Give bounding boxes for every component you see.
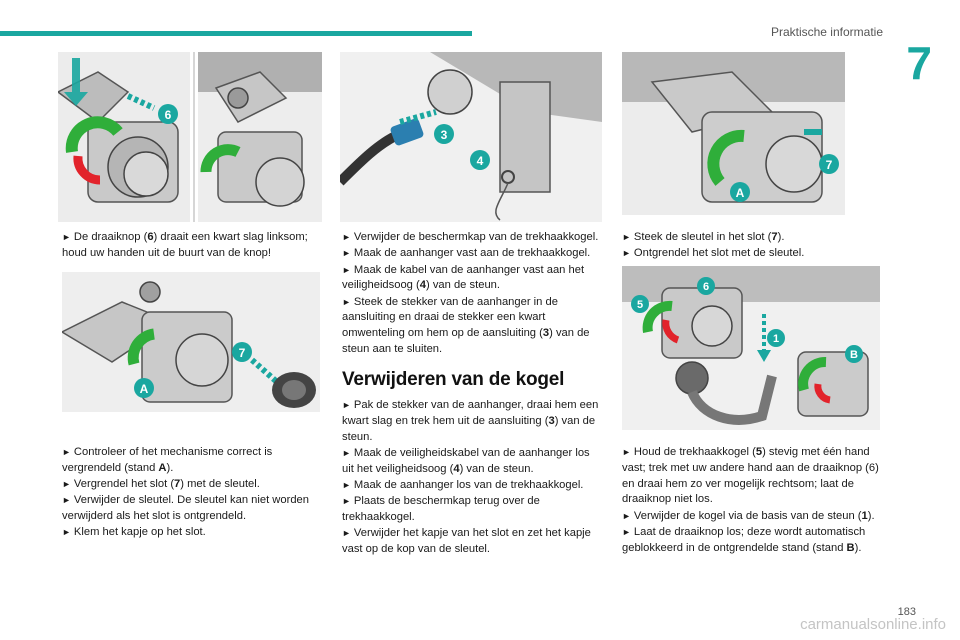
chapter-number: 7 <box>906 37 932 89</box>
instruction-item: ►Klem het kapje op het slot. <box>62 526 206 539</box>
col1-instructions-1: ►De draaiknop (6) draait een kwart slag … <box>62 230 317 262</box>
instruction-item: ►Verwijder het kapje van het slot en zet… <box>342 527 591 556</box>
col3-instructions-1: ►Steek de sleutel in het slot (7). ►Ontg… <box>622 230 877 263</box>
section-heading: Verwijderen van de kogel <box>342 369 565 390</box>
instruction-item: ►Maak de aanhanger vast aan de trekhaakk… <box>342 247 591 260</box>
callout-5: 5 <box>637 299 643 311</box>
instruction-item: ►Vergrendel het slot (7) met de sleutel. <box>62 478 260 491</box>
instruction-item: ►Laat de draaiknop los; deze wordt autom… <box>622 525 866 554</box>
callout-a: A <box>736 186 745 200</box>
callout-6: 6 <box>165 108 172 122</box>
col3-instructions-2: ►Houd de trekhaakkogel (5) stevig met éé… <box>622 445 880 557</box>
instruction-item: ►De draaiknop (6) draait een kwart slag … <box>62 231 308 259</box>
instruction-item: ►Maak de aanhanger los van de trekhaakko… <box>342 478 584 491</box>
figure-plug-connection: 3 4 <box>340 52 602 222</box>
header-accent-bar <box>0 31 472 36</box>
callout-a: A <box>140 382 149 396</box>
col1-instructions-2: ►Controleer of het mechanisme correct is… <box>62 445 317 542</box>
instruction-item: ►Pak de stekker van de aanhanger, draai … <box>342 399 599 443</box>
instruction-item: ►Verwijder de sleutel. De sleutel kan ni… <box>62 494 309 523</box>
instruction-item: ►Ontgrendel het slot met de sleutel. <box>622 247 805 260</box>
callout-3: 3 <box>441 128 448 142</box>
callout-b: B <box>850 349 858 361</box>
instruction-item: ►Maak de veiligheidskabel van de aanhang… <box>342 446 590 475</box>
callout-7: 7 <box>239 346 246 360</box>
col2-instructions-1: ►Verwijder de beschermkap van de trekhaa… <box>342 230 602 358</box>
instruction-item: ►Steek de sleutel in het slot (7). <box>622 231 785 243</box>
figure-towbar-body <box>198 52 322 222</box>
page-number: 183 <box>897 606 916 618</box>
figure-lock-cap: 7 A <box>62 272 320 412</box>
instruction-item: ►Controleer of het mechanisme correct is… <box>62 446 273 474</box>
instruction-item: ►Steek de stekker van de aanhanger in de… <box>342 295 590 356</box>
instruction-item: ►Maak de kabel van de aanhanger vast aan… <box>342 263 585 292</box>
instruction-item: ►Verwijder de beschermkap van de trekhaa… <box>342 231 599 243</box>
instruction-item: ►Verwijder de kogel via de basis van de … <box>622 509 875 522</box>
col2-instructions-2: ►Pak de stekker van de aanhanger, draai … <box>342 398 602 558</box>
figure-ball-removal: 6 5 1 B <box>622 266 880 430</box>
running-head: Praktische informatie <box>770 25 883 39</box>
instruction-item: ►Houd de trekhaakkogel (5) stevig met éé… <box>622 446 879 506</box>
figure-knob-turn: 6 <box>58 52 190 222</box>
instruction-item: ►Plaats de beschermkap terug over de tre… <box>342 495 540 524</box>
callout-4: 4 <box>477 154 484 168</box>
figure-key-unlock: 7 A <box>622 52 845 215</box>
callout-1: 1 <box>773 333 779 345</box>
callout-7: 7 <box>826 158 833 172</box>
callout-6: 6 <box>703 281 709 293</box>
figure-divider <box>193 52 195 222</box>
watermark: carmanualsonline.info <box>800 616 946 633</box>
